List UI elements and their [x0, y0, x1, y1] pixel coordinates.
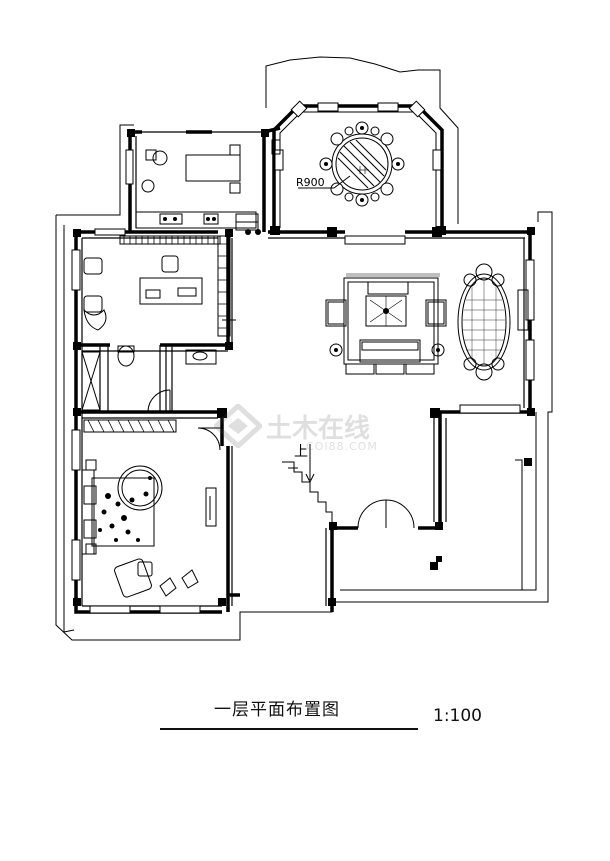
- stair-label: 上: [294, 444, 308, 460]
- plan-scale: 1:100: [433, 706, 482, 726]
- kitchen: [135, 139, 281, 231]
- study: [83, 255, 236, 331]
- main-walls: [74, 126, 532, 614]
- oval-table: [457, 263, 529, 381]
- bathroom: [81, 345, 222, 451]
- plan-title: 一层平面布置图: [214, 700, 340, 720]
- radius-note: R900: [296, 176, 325, 189]
- cabinet-hatch: [83, 235, 231, 433]
- title-underline: [160, 728, 418, 730]
- dining-bay: [272, 104, 444, 228]
- stairs: [282, 444, 333, 528]
- dining-label: [357, 166, 369, 174]
- windows: [71, 149, 535, 614]
- secondary-walls: [81, 131, 525, 607]
- bedroom: [81, 459, 217, 598]
- entrance-doors: [357, 499, 415, 529]
